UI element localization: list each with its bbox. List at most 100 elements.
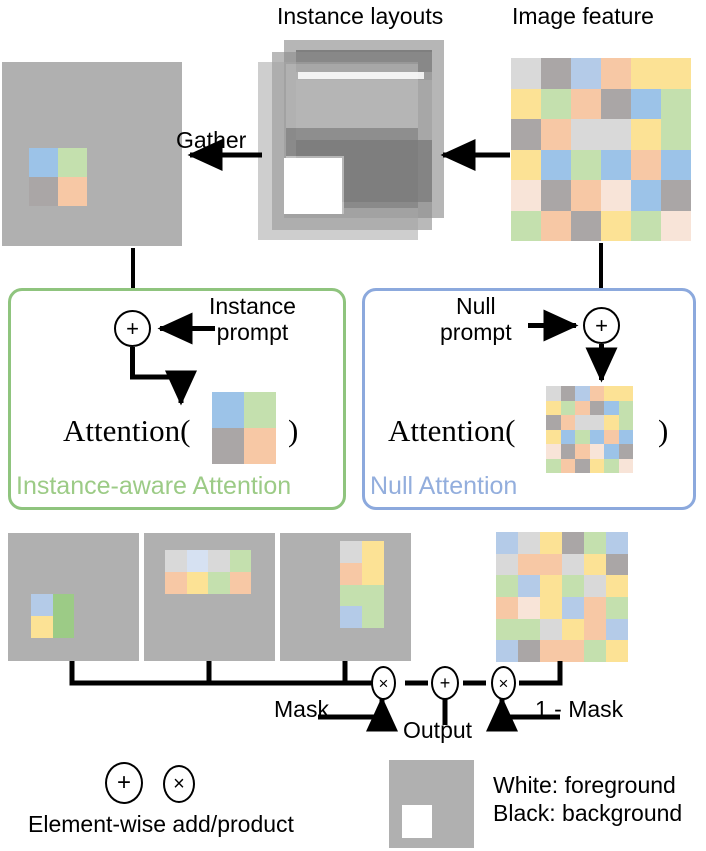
null-prompt-label: Null prompt <box>440 293 512 345</box>
grid-cell <box>584 618 606 641</box>
grid-cell <box>562 618 584 641</box>
legend-add-operator: + <box>105 762 143 804</box>
grid-cell <box>575 386 590 401</box>
grid-cell <box>540 596 562 619</box>
grid-cell <box>661 180 691 211</box>
grid-cell <box>562 575 584 597</box>
grid-cell <box>340 541 362 563</box>
grid-cell <box>362 562 384 585</box>
grid-cell <box>606 553 628 576</box>
grid-cell <box>571 149 601 180</box>
grid-cell <box>546 429 561 444</box>
grid-cell <box>540 532 562 554</box>
grid-cell <box>560 386 575 401</box>
grid-cell <box>244 428 276 464</box>
grid-cell <box>541 119 571 150</box>
grid-cell <box>601 58 631 89</box>
grid-cell <box>546 415 561 430</box>
top-arrows <box>131 139 603 310</box>
grid-cell <box>212 428 244 464</box>
grid-cell <box>511 58 541 89</box>
grid-cell <box>575 400 590 415</box>
grid-cell <box>571 58 601 89</box>
attention-left-close: ) <box>288 413 299 448</box>
legend-foreground-square <box>402 805 432 838</box>
grid-cell <box>618 458 633 473</box>
grid-cell <box>518 640 540 662</box>
instance-aware-attention-label: Instance-aware Attention <box>16 472 292 500</box>
grid-cell <box>560 429 575 444</box>
grid-cell <box>606 618 628 641</box>
mask-label: Mask <box>274 696 329 722</box>
grid-cell <box>540 640 562 662</box>
grid-cell <box>208 572 230 594</box>
layout-foreground-square <box>284 158 342 214</box>
grid-cell <box>601 210 631 241</box>
grid-cell <box>511 149 541 180</box>
grid-cell <box>631 119 661 150</box>
grid-cell <box>631 88 661 119</box>
grid-cell <box>496 640 518 662</box>
grid-cell <box>562 553 584 576</box>
grid-cell <box>518 553 540 576</box>
grid-cell <box>661 149 691 180</box>
grid-cell <box>511 119 541 150</box>
inverse-mask-multiply-operator: × <box>491 666 516 700</box>
grid-cell <box>584 553 606 576</box>
grid-cell <box>518 575 540 597</box>
grid-cell <box>165 572 187 594</box>
grid-cell <box>618 429 633 444</box>
plus-icon: + <box>116 769 131 796</box>
grid-cell <box>618 400 633 415</box>
grid-cell <box>340 562 362 585</box>
times-icon: × <box>498 673 509 693</box>
grid-cell <box>546 444 561 459</box>
grid-cell <box>546 400 561 415</box>
grid-cell <box>31 594 53 616</box>
grid-cell <box>604 400 619 415</box>
grid-cell <box>165 550 187 572</box>
grid-cell <box>540 618 562 641</box>
grid-cell <box>604 444 619 459</box>
grid-cell <box>584 640 606 662</box>
grid-cell <box>511 210 541 241</box>
plus-icon: + <box>126 315 139 341</box>
null-add-operator: + <box>583 307 620 344</box>
grid-cell <box>575 429 590 444</box>
grid-cell <box>606 532 628 554</box>
grid-cell <box>604 429 619 444</box>
attention-left-open: Attention( <box>63 413 191 448</box>
grid-cell <box>541 210 571 241</box>
gathered-feature-grid <box>29 148 87 206</box>
instance-box-wires <box>130 312 215 406</box>
grid-cell <box>589 400 604 415</box>
grid-cell <box>604 415 619 430</box>
grid-cell <box>661 58 691 89</box>
grid-cell <box>589 429 604 444</box>
grid-cell <box>560 458 575 473</box>
grid-cell <box>58 148 87 177</box>
grid-cell <box>618 386 633 401</box>
grid-cell <box>604 458 619 473</box>
grid-cell <box>562 532 584 554</box>
grid-cell <box>29 177 58 206</box>
plus-icon: + <box>595 312 608 338</box>
grid-cell <box>362 606 384 628</box>
one-minus-mask-label: 1 - Mask <box>535 696 624 722</box>
grid-cell <box>606 575 628 597</box>
grid-cell <box>541 149 571 180</box>
grid-cell <box>511 180 541 211</box>
null-output-panel-grid <box>496 532 628 662</box>
grid-cell <box>560 444 575 459</box>
grid-cell <box>589 444 604 459</box>
grid-cell <box>631 149 661 180</box>
grid-cell <box>661 88 691 119</box>
image-feature-grid <box>511 58 691 241</box>
grid-cell <box>208 550 230 572</box>
grid-cell <box>186 572 208 594</box>
grid-cell <box>631 180 661 211</box>
grid-cell <box>52 594 74 616</box>
grid-cell <box>511 88 541 119</box>
grid-cell <box>618 444 633 459</box>
mask-multiply-operator: × <box>371 666 396 700</box>
